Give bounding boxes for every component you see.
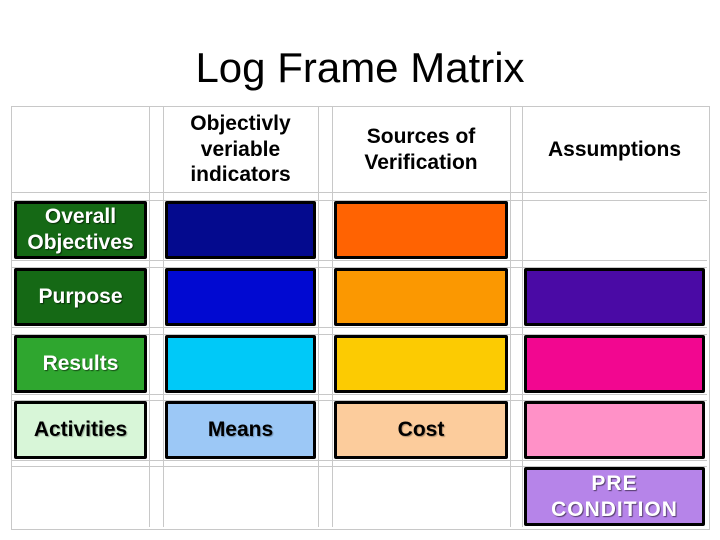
box-overall-objectives: Overall Objectives xyxy=(14,201,147,259)
box-activities: Activities xyxy=(14,401,147,459)
box-purpose: Purpose xyxy=(14,268,147,326)
box-ovi-purpose xyxy=(165,268,316,326)
box-label: Purpose xyxy=(38,285,123,309)
box-sov-purpose xyxy=(334,268,508,326)
header-cell-assumptions: Assumptions xyxy=(522,107,707,192)
box-results: Results xyxy=(14,335,147,393)
logframe-table: Objectivly veriable indicators Sources o… xyxy=(11,106,710,530)
box-label: Cost xyxy=(397,418,445,442)
box-assumption-results xyxy=(524,335,705,393)
box-label: Results xyxy=(42,352,119,376)
header-cell-indicators: Objectivly veriable indicators xyxy=(163,107,318,192)
header-label: Objectivly veriable indicators xyxy=(190,112,291,187)
box-label: Overall Objectives xyxy=(27,205,134,254)
box-label: PRE CONDITION xyxy=(551,471,678,521)
box-sov-overall xyxy=(334,201,508,259)
gridline xyxy=(318,107,319,527)
box-assumption-purpose xyxy=(524,268,705,326)
box-pre-condition: PRE CONDITION xyxy=(524,467,705,526)
gridline xyxy=(12,400,707,401)
box-label: Means xyxy=(207,418,274,442)
box-sov-results xyxy=(334,335,508,393)
gridline xyxy=(12,334,707,335)
box-ovi-results xyxy=(165,335,316,393)
gridline xyxy=(163,107,164,527)
gridline xyxy=(149,107,150,527)
gridline xyxy=(332,107,333,527)
header-label: Assumptions xyxy=(547,137,681,161)
gridline xyxy=(522,107,523,527)
gridline xyxy=(510,107,511,527)
gridline xyxy=(12,460,707,461)
slide-title: Log Frame Matrix xyxy=(195,44,525,91)
gridline xyxy=(12,260,707,261)
box-assumption-activities xyxy=(524,401,705,459)
header-cell-sources-of-verification: Sources of Verification xyxy=(332,107,510,192)
gridline xyxy=(12,192,707,193)
box-cost: Cost xyxy=(334,401,508,459)
box-ovi-overall xyxy=(165,201,316,259)
gridline xyxy=(12,466,707,467)
gridline xyxy=(12,327,707,328)
gridline xyxy=(12,394,707,395)
gridline xyxy=(12,267,707,268)
gridline xyxy=(12,200,707,201)
header-label: Sources of Verification xyxy=(364,124,478,174)
box-means: Means xyxy=(165,401,316,459)
box-label: Activities xyxy=(33,418,128,442)
